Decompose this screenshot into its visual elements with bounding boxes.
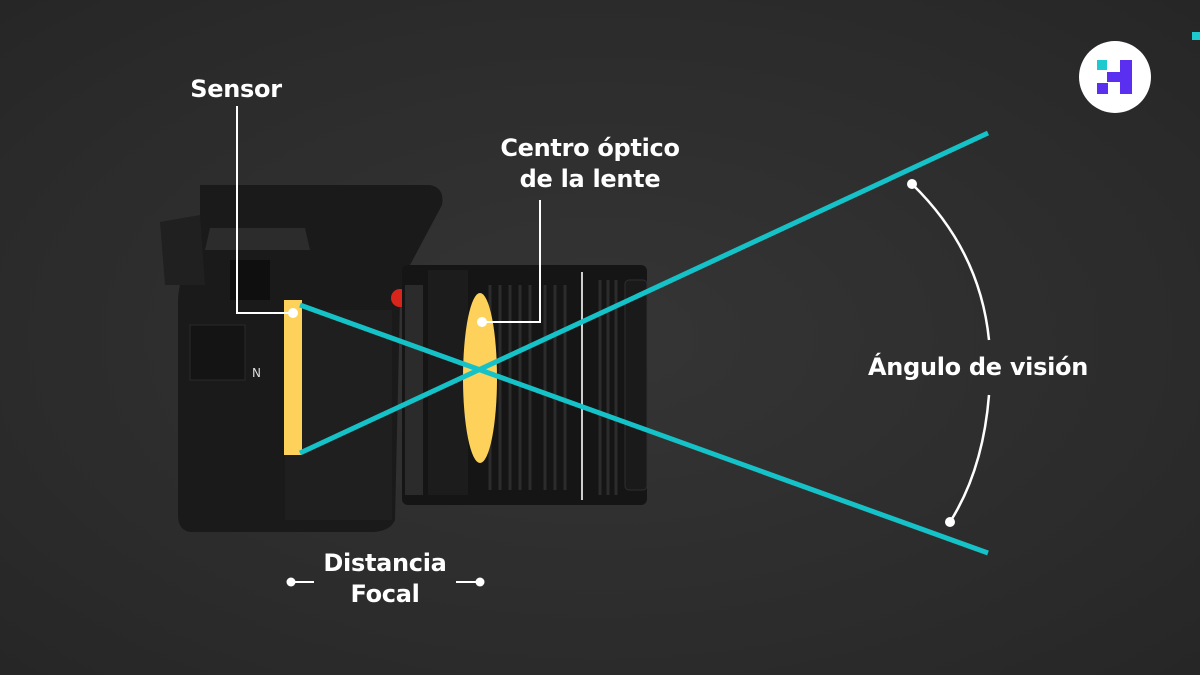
corner-accent bbox=[1192, 32, 1200, 40]
brand-logo bbox=[1079, 41, 1151, 113]
lens-optical-center bbox=[463, 293, 497, 463]
sensor-label: Sensor bbox=[190, 75, 282, 103]
focal-length-label: Distancia Focal bbox=[310, 548, 460, 610]
sensor-bar bbox=[284, 300, 302, 455]
sensor-callout bbox=[236, 106, 293, 314]
optical-center-callout bbox=[482, 200, 541, 323]
optical-center-label-line2: de la lente bbox=[519, 165, 661, 193]
optical-center-label: Centro óptico de la lente bbox=[480, 133, 700, 195]
light-ray-top bbox=[299, 302, 989, 556]
svg-text:N: N bbox=[252, 366, 261, 380]
angle-arc bbox=[911, 183, 991, 523]
optical-center-label-line1: Centro óptico bbox=[500, 134, 680, 162]
light-ray-bottom bbox=[298, 130, 990, 456]
focal-length-label-line2: Focal bbox=[350, 580, 420, 608]
camera-illustration: N bbox=[160, 185, 648, 532]
focal-length-label-line1: Distancia bbox=[323, 549, 447, 577]
angle-of-view-label: Ángulo de visión bbox=[868, 353, 1088, 381]
